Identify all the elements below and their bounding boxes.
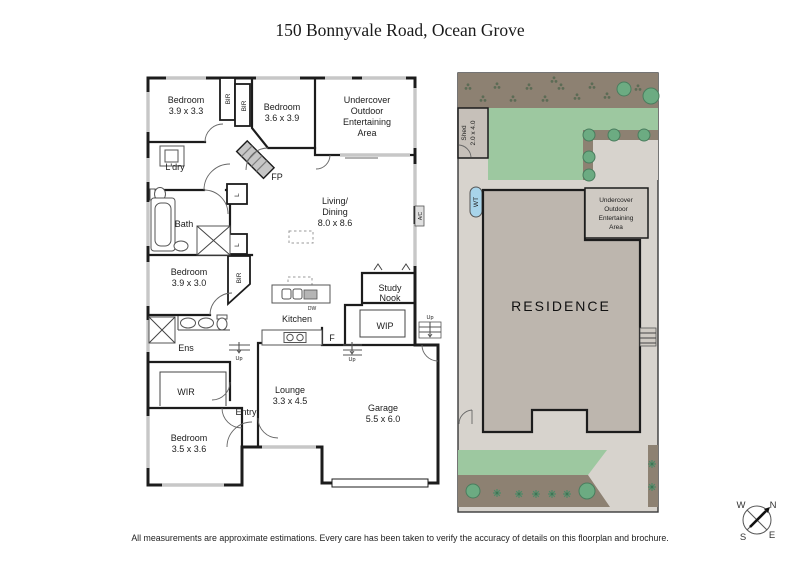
label-dishwasher: DW <box>308 306 317 312</box>
label-bath: Bath <box>175 219 194 229</box>
plants-decoration <box>464 76 660 500</box>
label-bedroom-3-dims: 3.9 x 3.0 <box>172 278 207 288</box>
shed-dims-label: 2.0 x 4.0 <box>470 120 477 145</box>
label-fireplace: FP <box>271 172 283 182</box>
label-living-dims: 8.0 x 8.6 <box>318 218 353 228</box>
residence-label: RESIDENCE <box>511 298 611 314</box>
ensuite-sink <box>198 317 214 329</box>
shed-door-arc <box>458 144 472 158</box>
label-bedroom-4: Bedroom <box>171 433 208 443</box>
linen-closet <box>226 183 248 205</box>
label-undercover: Outdoor <box>351 106 384 116</box>
label-undercover: Entertaining <box>343 117 391 127</box>
label-garage: Garage <box>368 403 398 413</box>
site-undercover-label: Undercover <box>599 197 633 204</box>
compass-n: N <box>770 500 777 511</box>
kitchen-bench <box>261 329 323 346</box>
label-up: Up <box>235 356 242 362</box>
page-title: 150 Bonnyvale Road, Ocean Grove <box>275 20 525 40</box>
kitchen-steps <box>343 342 362 356</box>
label-bedroom-2: Bedroom <box>264 102 301 112</box>
water-tank-label: WT <box>473 197 480 207</box>
label-bir: BIR <box>236 272 243 283</box>
compass-w: W <box>737 500 746 511</box>
label-bir: BIR <box>225 93 232 104</box>
garage-entry-steps <box>418 321 442 339</box>
floor-plan: Bedroom 3.9 x 3.3 BIR BIR Bedroom 3.6 x … <box>146 76 442 488</box>
label-kitchen: Kitchen <box>282 314 312 324</box>
label-ensuite: Ens <box>178 343 194 353</box>
label-up: Up <box>426 315 433 321</box>
door-arcs <box>203 123 439 448</box>
label-bedroom-2-dims: 3.6 x 3.9 <box>265 113 300 123</box>
label-linen: L <box>234 193 241 197</box>
wall-opening-markers <box>373 263 411 271</box>
label-living: Living/ <box>322 196 349 206</box>
label-bedroom-4-dims: 3.5 x 3.6 <box>172 444 207 454</box>
front-lawn <box>458 450 607 475</box>
wir-shelving <box>159 371 227 406</box>
room-labels: Bedroom 3.9 x 3.3 BIR BIR Bedroom 3.6 x … <box>165 93 433 454</box>
bathtub <box>150 197 176 252</box>
label-wip: WIP <box>377 321 394 331</box>
front-garden-bed <box>458 475 610 507</box>
label-fridge: F <box>329 333 335 343</box>
compass-s: S <box>740 532 746 543</box>
label-lounge: Lounge <box>275 385 305 395</box>
label-linen: L <box>234 243 241 247</box>
shed <box>457 107 489 159</box>
residence-side-steps <box>639 327 657 347</box>
label-study-nook: Nook <box>379 293 401 303</box>
windows <box>146 76 417 487</box>
label-lounge-dims: 3.3 x 4.5 <box>273 396 308 406</box>
label-bedroom-1-dims: 3.9 x 3.3 <box>169 106 204 116</box>
kitchen-island <box>271 284 331 304</box>
ensuite-toilet <box>216 314 228 331</box>
site-undercover-label: Area <box>609 224 623 231</box>
ensuite-vanity <box>177 316 230 331</box>
shed-label: Shed <box>461 125 468 141</box>
ensuite-shower <box>148 316 176 344</box>
bir-closet <box>234 83 251 127</box>
bath-sink <box>173 240 189 252</box>
compass-icon: N W S E <box>737 500 777 543</box>
hall-steps <box>229 342 250 354</box>
fireplace <box>235 139 276 180</box>
label-study-nook: Study <box>378 283 402 293</box>
label-bedroom-1: Bedroom <box>168 95 205 105</box>
ceiling-feature <box>288 230 314 244</box>
label-living: Dining <box>322 207 348 217</box>
ac-unit <box>414 205 425 227</box>
label-up: Up <box>348 357 355 363</box>
laundry-trough <box>159 145 185 167</box>
label-bedroom-3: Bedroom <box>171 267 208 277</box>
side-gate-arc <box>458 409 473 425</box>
side-garden-strip <box>648 445 658 507</box>
label-ac: A/C <box>418 211 424 220</box>
rear-courtyard <box>593 140 658 180</box>
ensuite-sink <box>180 317 196 329</box>
label-wir: WIR <box>177 387 195 397</box>
disclaimer-text: All measurements are approximate estimat… <box>131 533 668 543</box>
shower <box>196 225 231 256</box>
label-entry: Entry <box>235 407 257 417</box>
label-undercover: Undercover <box>344 95 391 105</box>
site-undercover-label: Outdoor <box>604 206 628 213</box>
site-undercover-area <box>584 187 649 239</box>
bir-closet <box>227 255 251 307</box>
site-undercover-label: Entertaining <box>599 215 634 222</box>
label-bir: BIR <box>241 100 248 111</box>
label-undercover: Area <box>357 128 376 138</box>
label-laundry: L'dry <box>165 162 185 172</box>
garage-door <box>331 478 429 488</box>
label-garage-dims: 5.5 x 6.0 <box>366 414 401 424</box>
wip-shelving <box>359 309 406 338</box>
site-plan: Shed 2.0 x 4.0 WT Undercover Outdoor Ent… <box>457 72 660 513</box>
compass-e: E <box>769 530 775 541</box>
